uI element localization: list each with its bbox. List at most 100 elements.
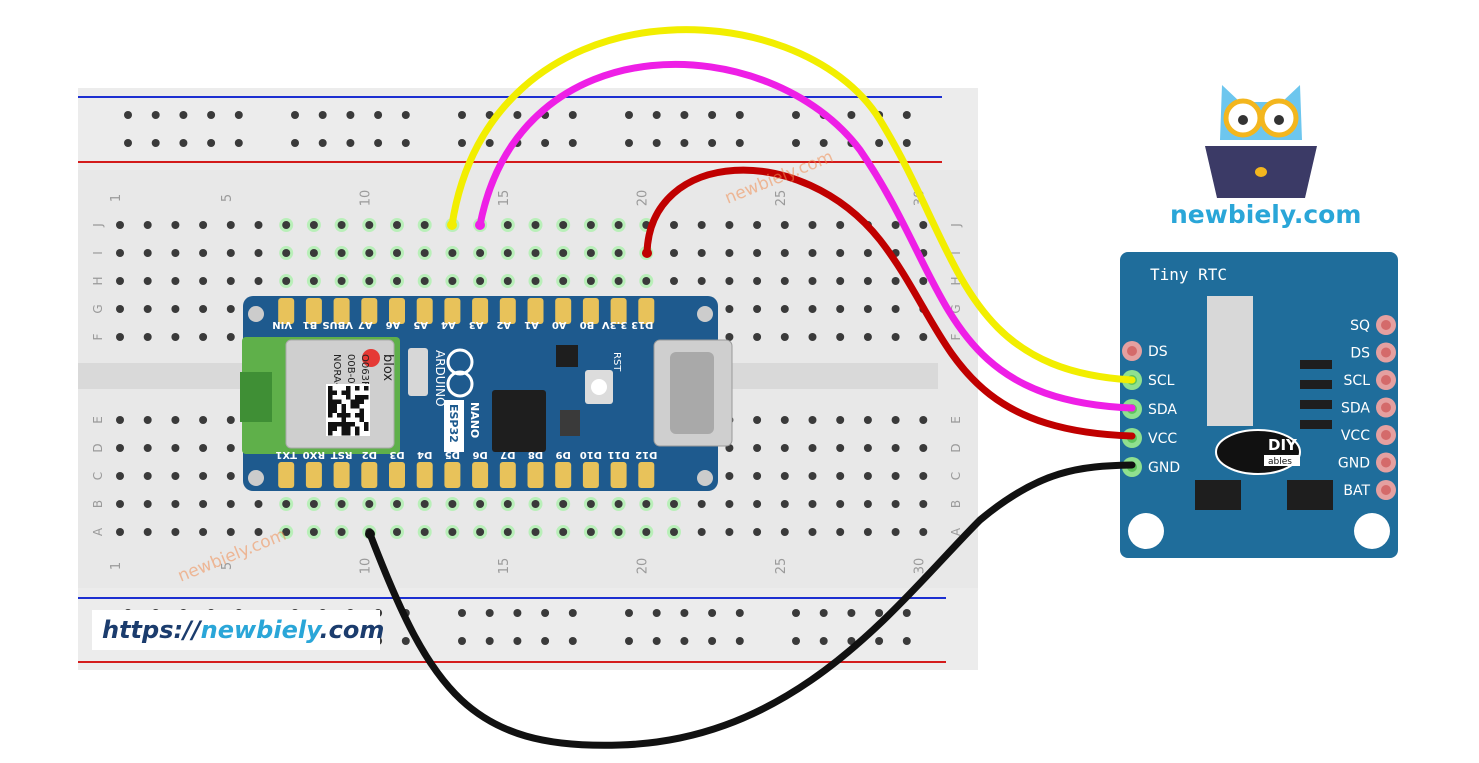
arduino-top-pin: [444, 298, 461, 324]
breadboard-hole: [559, 277, 568, 285]
breadboard-hole: [670, 500, 678, 508]
qr-module: [346, 395, 351, 400]
qr-module: [355, 404, 360, 409]
rtc-left-pin-hole: [1127, 346, 1137, 356]
usb-c-port: [670, 352, 714, 434]
breadboard-hole: [808, 221, 817, 229]
breadboard-hole: [199, 249, 208, 257]
rail-hole: [346, 139, 355, 147]
rail-hole: [680, 609, 689, 617]
rail-hole: [792, 111, 800, 119]
column-number-bottom: 30: [912, 558, 927, 575]
qr-module: [341, 390, 346, 395]
breadboard-hole: [393, 528, 401, 536]
breadboard-hole: [697, 500, 706, 508]
row-letter-right: E: [949, 416, 963, 424]
arduino-infinity-logo-icon: [446, 348, 474, 376]
qr-module: [341, 417, 346, 422]
qr-module: [341, 422, 346, 427]
breadboard-hole: [836, 333, 845, 341]
breadboard-hole: [116, 500, 124, 508]
module-line-1: O063F: [359, 354, 370, 387]
arduino-bottom-pin: [305, 462, 322, 488]
wire-red-end: [642, 248, 652, 258]
breadboard-hole: [697, 277, 706, 285]
column-number-top: 25: [774, 190, 789, 207]
arduino-infinity-logo-lower-icon: [446, 370, 474, 398]
qr-module: [328, 390, 333, 395]
breadboard-hole: [670, 528, 678, 536]
rtc-left-pin-label: SCL: [1148, 373, 1175, 389]
url-box[interactable]: https://newbiely.com: [92, 610, 384, 650]
rail-hole: [680, 139, 689, 147]
model-line-2: ESP32: [447, 404, 460, 443]
rail-hole: [625, 111, 633, 119]
breadboard-hole: [863, 416, 872, 424]
arduino-bottom-pin-label: D11: [607, 449, 629, 460]
row-letter-right: B: [949, 500, 963, 508]
owl-pupil-left-icon: [1238, 115, 1248, 125]
column-number-bottom: 25: [774, 558, 789, 575]
owl-glasses-bridge-icon: [1260, 116, 1264, 120]
breadboard-hole: [614, 528, 623, 536]
arduino-top-pin-label: VIN: [272, 319, 292, 330]
breadboard-hole: [670, 249, 678, 257]
arduino-bottom-pin: [333, 462, 350, 488]
column-number-bottom: 10: [358, 558, 373, 575]
rtc-left-pin-label: DS: [1148, 344, 1168, 360]
breadboard-hole: [393, 249, 401, 257]
column-number-top: 1: [109, 194, 124, 202]
arduino-bottom-pin: [555, 462, 572, 488]
row-letter-right: A: [949, 527, 963, 536]
rail-hole: [792, 637, 800, 645]
rtc-right-pin-label: DS: [1350, 346, 1370, 362]
wire-magenta-sda: [476, 60, 1136, 412]
breadboard-hole: [254, 528, 263, 536]
rail-hole: [179, 139, 188, 147]
qr-module: [341, 431, 346, 436]
breadboard-hole: [420, 277, 429, 285]
breadboard-hole: [808, 249, 817, 257]
breadboard-hole: [393, 500, 401, 508]
breadboard-hole: [171, 528, 180, 536]
rail-hole: [625, 609, 633, 617]
antenna-area: [240, 372, 272, 422]
breadboard-hole: [808, 277, 817, 285]
rail-hole: [291, 111, 299, 119]
rail-hole: [458, 139, 466, 147]
arduino-bottom-pin-label: D8: [528, 449, 543, 460]
rail-hole: [234, 139, 243, 147]
model-label-box: [444, 400, 464, 452]
rail-hole: [819, 609, 828, 617]
qr-module: [328, 413, 333, 418]
rail-hole: [485, 609, 494, 617]
rail-hole: [902, 111, 911, 119]
rtc-right-pin-hole: [1381, 347, 1391, 358]
breadboard-hole: [531, 528, 540, 536]
breadboard-hole: [780, 416, 789, 424]
newbiely-owl-logo-icon: [1205, 85, 1317, 198]
column-number-top: 15: [497, 190, 512, 207]
breadboard-hole: [697, 249, 706, 257]
rail-hole: [541, 139, 550, 147]
breadboard-hole: [586, 500, 595, 508]
breadboard-hole: [642, 500, 651, 508]
breadboard-hole: [448, 277, 457, 285]
breadboard-hole: [171, 472, 180, 480]
qr-module: [346, 390, 351, 395]
rtc-right-pin-label: SQ: [1350, 318, 1370, 334]
breadboard-hole: [254, 249, 263, 257]
reset-button-cap[interactable]: [591, 379, 607, 395]
breadboard-hole: [780, 500, 789, 508]
breadboard-hole: [919, 221, 928, 229]
breadboard-hole: [171, 444, 180, 452]
mount-hole-bl: [248, 470, 264, 486]
breadboard-hole: [171, 333, 180, 341]
breadboard-hole: [808, 500, 817, 508]
breadboard-hole: [531, 249, 540, 257]
breadboard-hole: [448, 500, 457, 508]
breadboard-hole: [780, 221, 789, 229]
breadboard-hole: [919, 333, 928, 341]
arduino-top-pin: [610, 298, 627, 324]
breadboard-hole: [891, 528, 900, 536]
